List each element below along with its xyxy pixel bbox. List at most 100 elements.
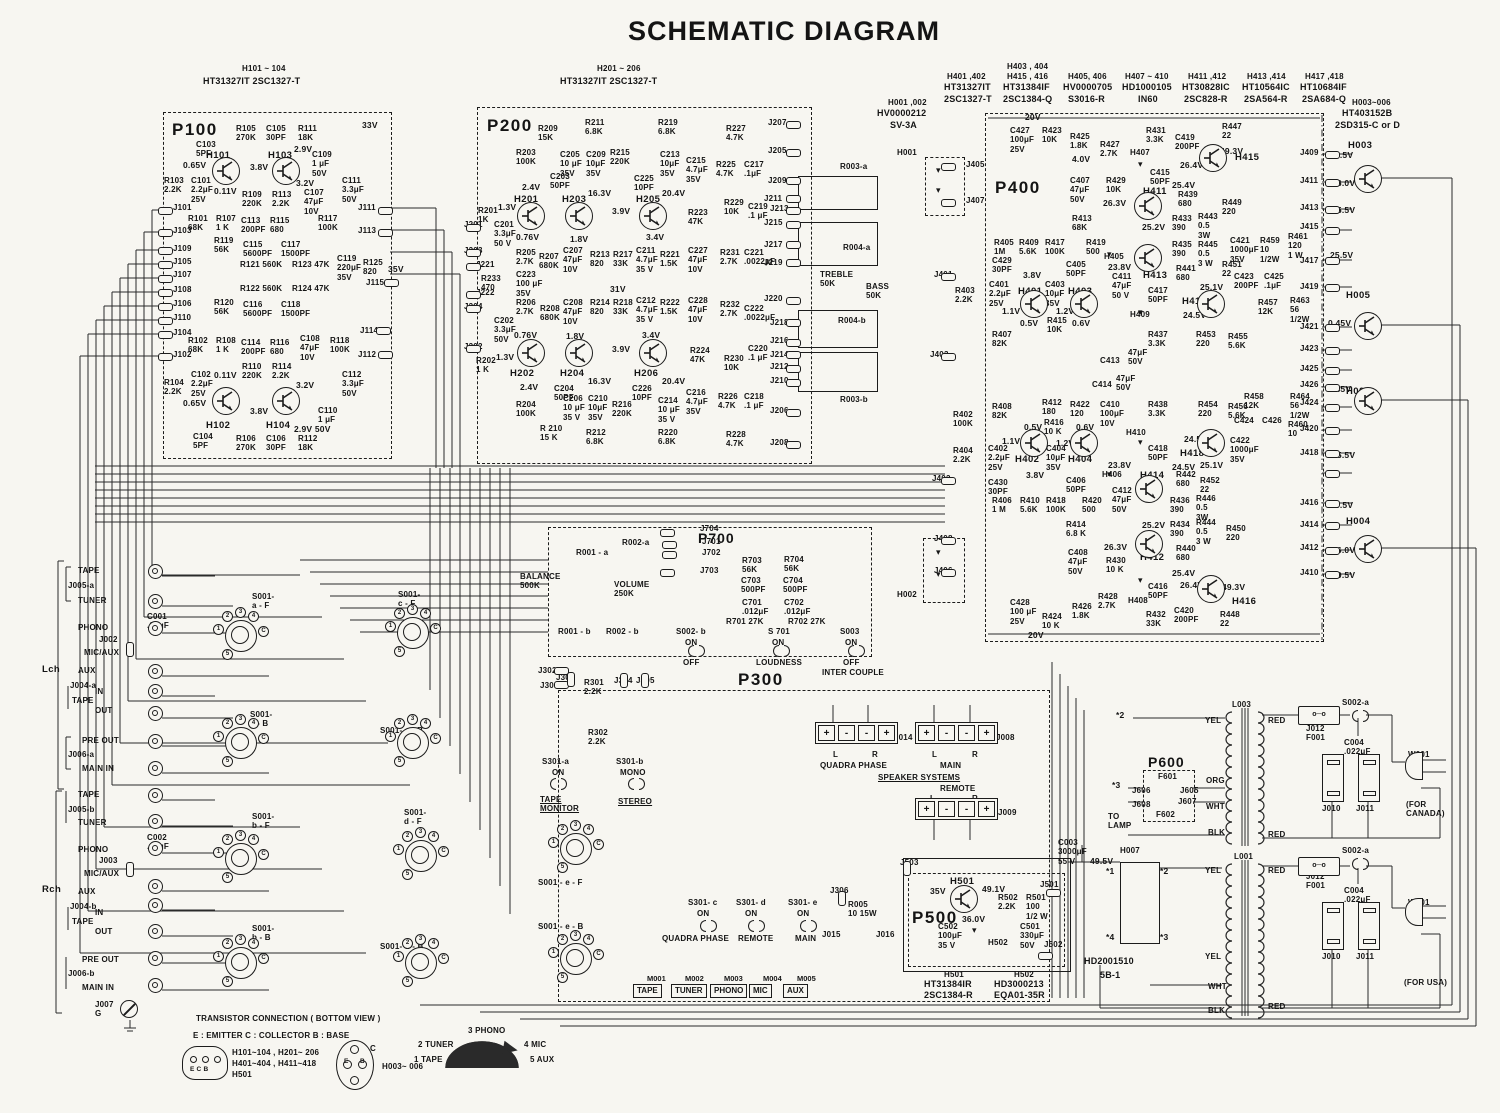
component-label: J016 — [876, 930, 895, 939]
component-label: R704 56K — [784, 555, 804, 574]
component-label: 0.76V — [514, 330, 538, 340]
component-label: J106 — [173, 299, 192, 308]
edge-jack-icon — [662, 541, 677, 549]
component-label: R453 220 — [1196, 330, 1216, 349]
component-label: R233 470 — [481, 274, 501, 293]
component-label: WHT — [1206, 802, 1225, 811]
rotary-pin: 2 — [394, 608, 405, 619]
component-label: H403 , 404 — [1007, 62, 1049, 71]
component-label: 1.2V — [1056, 438, 1075, 448]
edge-jack-icon — [786, 409, 801, 417]
component-label: J108 — [173, 285, 192, 294]
component-label: 49.5V — [1332, 570, 1356, 580]
component-label: J605 — [1180, 786, 1199, 795]
component-label: R 210 15 K — [540, 424, 563, 443]
edge-jack-icon — [158, 275, 173, 283]
edge-jack-icon — [158, 229, 173, 237]
component-label: R231 2.7K — [720, 248, 740, 267]
component-label: AUX — [78, 887, 96, 896]
component-label: H407 — [1130, 148, 1150, 157]
component-label: HT31327IT 2SC1327-T — [203, 76, 301, 86]
component-label: OUT — [95, 927, 113, 936]
component-label: C202 3.3μF 50V — [494, 316, 516, 344]
voltage-selector-plug-icon — [1358, 754, 1380, 802]
component-label: C420 200PF — [1174, 606, 1199, 625]
component-label: R442 680 — [1176, 470, 1196, 489]
component-label: S001- b - B — [252, 924, 275, 943]
transistor-icon-H402 — [1020, 429, 1048, 457]
component-label: H417 — [1182, 296, 1207, 307]
component-label: J208 — [770, 438, 789, 447]
edge-jack-icon — [466, 249, 481, 257]
component-label: 1.1V — [1002, 306, 1021, 316]
component-label: PRE OUT — [82, 736, 119, 745]
switch-icon — [550, 778, 567, 790]
component-label: J007 G — [95, 1000, 114, 1019]
component-label: 0.11V — [214, 370, 237, 380]
rotary-pin: C — [430, 623, 441, 634]
component-label: 0.6V — [1076, 422, 1095, 432]
component-label: 0.5V — [1020, 318, 1039, 328]
component-label: R451 22 — [1222, 260, 1242, 279]
component-label: H003~ 006 — [382, 1062, 424, 1071]
component-label: R206 2.7K — [516, 298, 536, 317]
component-label: H405 — [1104, 252, 1124, 261]
transistor-icon-H104 — [272, 387, 300, 415]
transformer-coil — [1257, 863, 1265, 1019]
voltage-selector-plug-icon — [1322, 902, 1344, 950]
component-label: 47μF 50V — [1128, 348, 1148, 367]
transistor-icon-H102 — [212, 387, 240, 415]
rotary-pin: 5 — [557, 862, 568, 873]
input-jack-icon — [148, 621, 163, 636]
component-label: R463 56 1/2W — [1290, 296, 1310, 324]
input-jack-icon — [148, 761, 163, 776]
component-label: C228 47μF 10V — [688, 296, 708, 324]
switch-icon — [688, 645, 705, 657]
component-label: R105 270K — [236, 124, 256, 143]
rotary-pin: 5 — [222, 649, 233, 660]
component-label: 1.2V — [1056, 306, 1075, 316]
component-label: IN — [95, 687, 104, 696]
component-label: J302 — [538, 666, 557, 675]
rotary-pin: 3 — [415, 827, 426, 838]
component-label: RED — [1268, 866, 1286, 875]
component-label: HD2001510 — [1084, 956, 1134, 966]
edge-jack-icon — [1325, 284, 1340, 292]
component-label: R439 680 — [1178, 190, 1198, 209]
component-label: J426 — [1300, 380, 1319, 389]
switch-icon — [748, 920, 765, 932]
input-jack-icon — [148, 564, 163, 579]
component-label: R447 22 — [1222, 122, 1242, 141]
component-label: ON — [845, 638, 858, 647]
component-label: R435 390 — [1172, 240, 1192, 259]
component-label: 26.3V — [1104, 542, 1128, 552]
terminal-cell: - — [958, 801, 975, 817]
component-label: OFF — [843, 658, 860, 667]
component-label: J214 — [770, 350, 789, 359]
component-label: C502 100μF 35 V — [938, 922, 963, 950]
edge-jack-icon — [1325, 367, 1340, 375]
input-jack-icon — [148, 898, 163, 913]
component-label: C220 .1 μF — [748, 344, 768, 363]
component-label: J407 — [966, 196, 985, 205]
edge-jack-icon — [662, 551, 677, 559]
diode-icon: ▾ — [972, 925, 977, 935]
component-label: R118 100K — [330, 336, 350, 355]
component-label: *1 — [1106, 866, 1115, 876]
component-label: R219 6.8K — [658, 118, 678, 137]
block-outline-P500 — [908, 873, 1065, 967]
component-label: 24.5V — [1172, 462, 1196, 472]
component-label: H405, 406 — [1068, 72, 1107, 81]
component-label: 25.5V — [1330, 500, 1354, 510]
component-label: 23.8V — [1108, 460, 1132, 470]
edge-jack-icon — [158, 207, 173, 215]
transistor-icon-H413 — [1134, 244, 1162, 272]
component-label: C212 4.7μF 35 V — [636, 296, 658, 324]
component-label: 0.65V — [183, 398, 207, 408]
component-label: 20V — [1028, 630, 1044, 640]
rotary-selector-icon — [405, 947, 437, 979]
component-label: C412 47μF 50V — [1112, 486, 1132, 514]
component-label: J216 — [770, 336, 789, 345]
component-label: 47μF 50V — [1116, 374, 1136, 393]
diode-icon: ▾ — [1138, 575, 1143, 585]
